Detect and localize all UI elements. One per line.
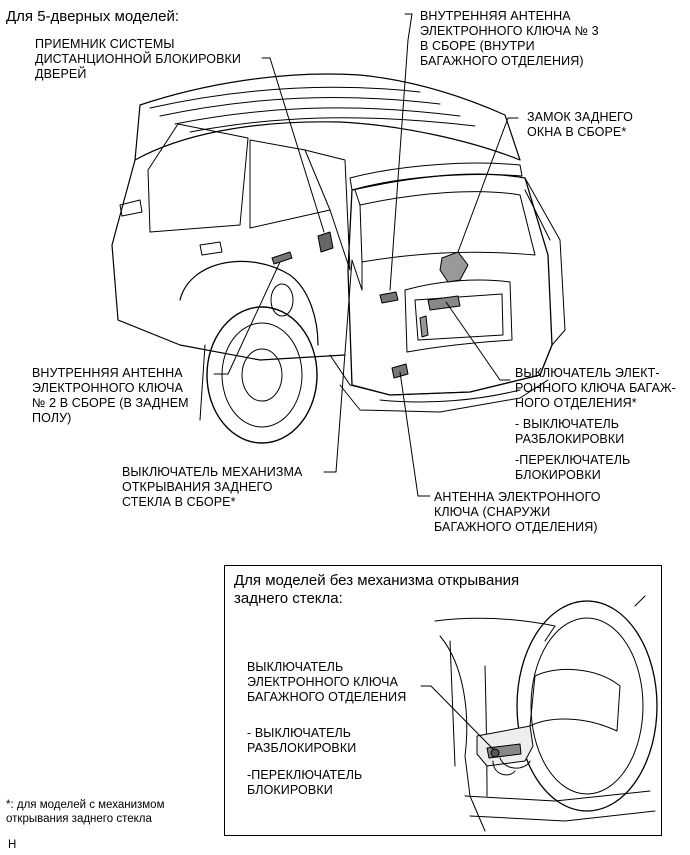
footnote: *: для моделей с механизмом открывания з… — [6, 799, 165, 825]
inset-box: Для моделей без механизма открывания зад… — [224, 565, 662, 836]
label-opener-switch: ВЫКЛЮЧАТЕЛЬ МЕХАНИЗМА ОТКРЫВАНИЯ ЗАДНЕГО… — [122, 465, 303, 509]
inset-label-key-switch: ВЫКЛЮЧАТЕЛЬ ЭЛЕКТРОННОГО КЛЮЧА БАГАЖНОГО… — [247, 660, 407, 704]
label-unlock-switch: - ВЫКЛЮЧАТЕЛЬ РАЗБЛОКИРОВКИ — [515, 417, 625, 446]
label-outside-antenna: АНТЕННА ЭЛЕКТРОННОГО КЛЮЧА (СНАРУЖИ БАГА… — [434, 490, 601, 534]
inset-illustration — [420, 595, 658, 832]
inset-label-lock-switch: -ПЕРЕКЛЮЧАТЕЛЬ БЛОКИРОВКИ — [247, 768, 363, 797]
label-antenna-2: ВНУТРЕННЯЯ АНТЕННА ЭЛЕКТРОННОГО КЛЮЧА № … — [32, 366, 189, 425]
label-antenna-3: ВНУТРЕННЯЯ АНТЕННА ЭЛЕКТРОННОГО КЛЮЧА № … — [420, 9, 599, 68]
label-key-switch: ВЫКЛЮЧАТЕЛЬ ЭЛЕКТ- РОННОГО КЛЮЧА БАГАЖ- … — [515, 366, 676, 410]
inset-heading: Для моделей без механизма открывания зад… — [234, 572, 520, 607]
page-heading: Для 5-дверных моделей: — [6, 8, 180, 25]
label-lock-switch: -ПЕРЕКЛЮЧАТЕЛЬ БЛОКИРОВКИ — [515, 453, 631, 482]
figure-code: H — [8, 839, 17, 851]
label-window-lock: ЗАМОК ЗАДНЕГО ОКНА В СБОРЕ* — [527, 110, 633, 139]
inset-label-unlock-switch: - ВЫКЛЮЧАТЕЛЬ РАЗБЛОКИРОВКИ — [247, 726, 357, 755]
label-remote-receiver: ПРИЕМНИК СИСТЕМЫ ДИСТАНЦИОННОЙ БЛОКИРОВК… — [35, 37, 242, 81]
